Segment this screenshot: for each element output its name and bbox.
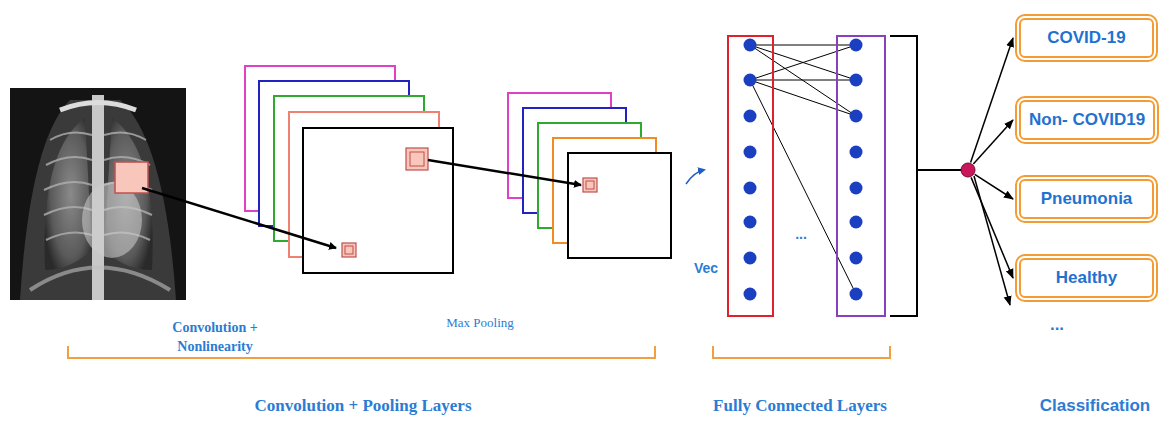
fully-connected-layers bbox=[728, 36, 975, 316]
class-label: Pneumonia bbox=[1041, 189, 1133, 209]
class-box: Pneumonia bbox=[1015, 175, 1158, 223]
group-bracket bbox=[713, 346, 890, 358]
ellipsis: ... bbox=[1050, 315, 1064, 335]
layer-label: Max Pooling bbox=[446, 315, 514, 331]
receptive-arrow bbox=[142, 188, 336, 248]
class-label: Healthy bbox=[1056, 268, 1117, 288]
class-label: COVID-19 bbox=[1047, 28, 1125, 48]
section-title: Fully Connected Layers bbox=[713, 396, 887, 416]
section-title: Convolution + Pooling Layers bbox=[254, 396, 471, 416]
pooled-maps bbox=[508, 93, 671, 258]
class-arrow bbox=[975, 174, 1013, 199]
class-box: Non- COVID19 bbox=[1015, 96, 1159, 144]
vector-label: Vec bbox=[694, 260, 718, 276]
pool-arrow bbox=[428, 160, 581, 185]
group-bracket bbox=[68, 346, 655, 358]
class-arrow bbox=[971, 177, 1013, 278]
feature-maps bbox=[245, 66, 453, 273]
class-box: Healthy bbox=[1015, 254, 1158, 302]
layer-label: Convolution + Nonlinearity bbox=[155, 319, 275, 357]
flatten-arrow bbox=[686, 170, 704, 184]
ellipsis: ... bbox=[795, 226, 807, 242]
class-box: COVID-19 bbox=[1015, 14, 1158, 62]
class-label: Non- COVID19 bbox=[1029, 110, 1145, 130]
class-arrow bbox=[973, 120, 1013, 164]
class-arrow bbox=[974, 176, 1010, 305]
section-title: Classification bbox=[1040, 396, 1151, 416]
